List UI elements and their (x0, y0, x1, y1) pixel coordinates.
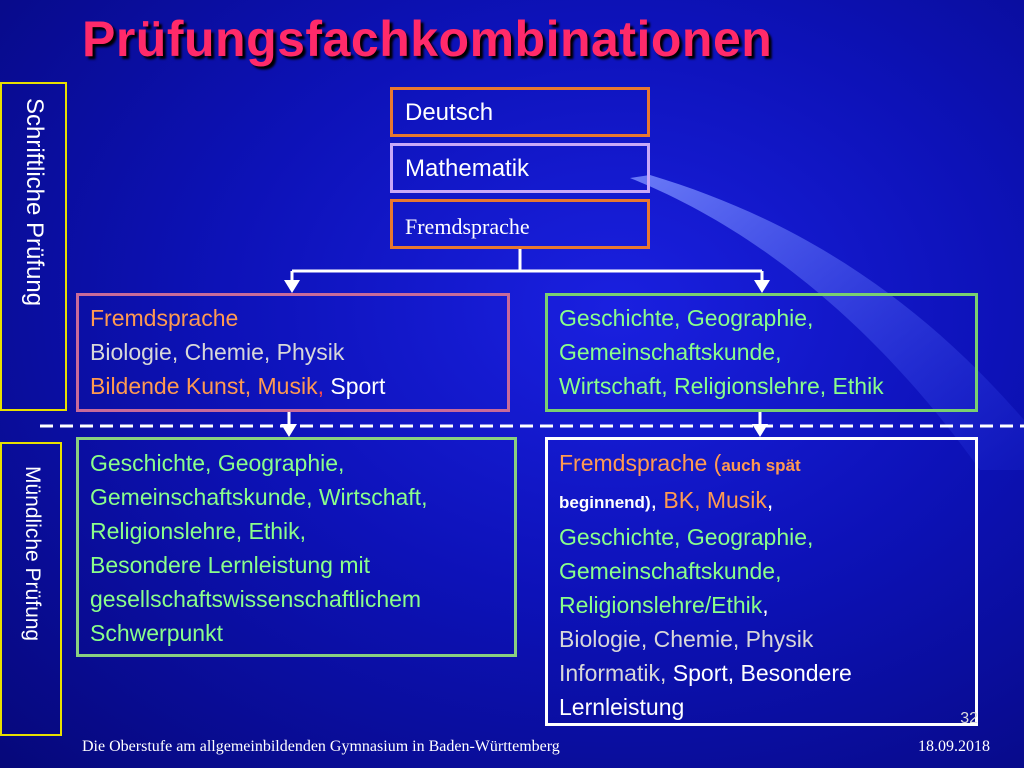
text-segment: , (650, 487, 664, 513)
text-line: Gemeinschaftskunde, Wirtschaft, (90, 484, 428, 510)
text-segment: Fremdsprache ( (559, 450, 722, 476)
written-option-left: Fremdsprache Biologie, Chemie, Physik Bi… (76, 293, 510, 412)
text-line: beginnend), BK, Musik, (559, 483, 964, 520)
text-line: Lernleistung (559, 694, 685, 720)
text-segment: , (317, 373, 324, 399)
text-segment: , (766, 487, 774, 513)
box-deutsch: Deutsch (390, 87, 650, 137)
text-line: Religionslehre/Ethik, (559, 588, 964, 622)
footer-text: Die Oberstufe am allgemeinbildenden Gymn… (82, 738, 560, 755)
text-segment: Sport (323, 373, 386, 399)
text-line: Gemeinschaftskunde, (559, 558, 782, 584)
text-line: Gemeinschaftskunde, (559, 339, 782, 365)
text-line: Schwerpunkt (90, 620, 223, 646)
text-segment: , (659, 660, 667, 686)
oral-exam-label: Mündliche Prüfung (21, 466, 44, 642)
oral-option-left: Geschichte, Geographie, Gemeinschaftskun… (76, 437, 517, 657)
footer-date: 18.09.2018 (918, 738, 990, 755)
text-line: Informatik, Sport, Besondere (559, 656, 964, 690)
box-mathematik: Mathematik (390, 143, 650, 193)
text-line: Fremdsprache (90, 305, 239, 331)
text-line: Fremdsprache (auch spät (559, 446, 964, 483)
text-segment: Bildende Kunst, Musik (90, 373, 318, 399)
oral-exam-label-box: Mündliche Prüfung (0, 442, 62, 736)
text-segment: Religionslehre/Ethik (559, 592, 763, 618)
text-segment: beginnend) (559, 493, 651, 512)
text-segment: BK, Musik (663, 487, 767, 513)
written-exam-label-box: Schriftliche Prüfung (0, 82, 67, 411)
page-number: 32 (960, 710, 978, 727)
text-line: gesellschaftswissenschaftlichem (90, 586, 422, 612)
text-line: Geschichte, Geographie, (90, 450, 345, 476)
text-segment: , (762, 592, 769, 618)
oral-option-right: Fremdsprache (auch spät beginnend), BK, … (545, 437, 978, 726)
text-line: Wirtschaft, Religionslehre, Ethik (559, 373, 884, 399)
text-line: Biologie, Chemie, Physik (559, 626, 814, 652)
text-line: Religionslehre, Ethik, (90, 518, 307, 544)
text-line: Bildende Kunst, Musik, Sport (90, 369, 496, 403)
written-exam-label: Schriftliche Prüfung (21, 98, 48, 307)
text-line: Biologie, Chemie, Physik (90, 339, 345, 365)
text-line: Geschichte, Geographie, (559, 305, 814, 331)
text-line: Geschichte, Geographie, (559, 524, 814, 550)
text-line: Besondere Lernleistung mit (90, 552, 370, 578)
decorative-sweep (630, 175, 1024, 470)
written-option-right: Geschichte, Geographie, Gemeinschaftskun… (545, 293, 978, 412)
slide-title: Prüfungsfachkombinationen (82, 11, 773, 67)
text-segment: auch spät (721, 456, 801, 475)
text-segment: Sport, Besondere (666, 660, 852, 686)
text-segment: Informatik (559, 660, 660, 686)
box-fremdsprache: Fremdsprache (390, 199, 650, 249)
